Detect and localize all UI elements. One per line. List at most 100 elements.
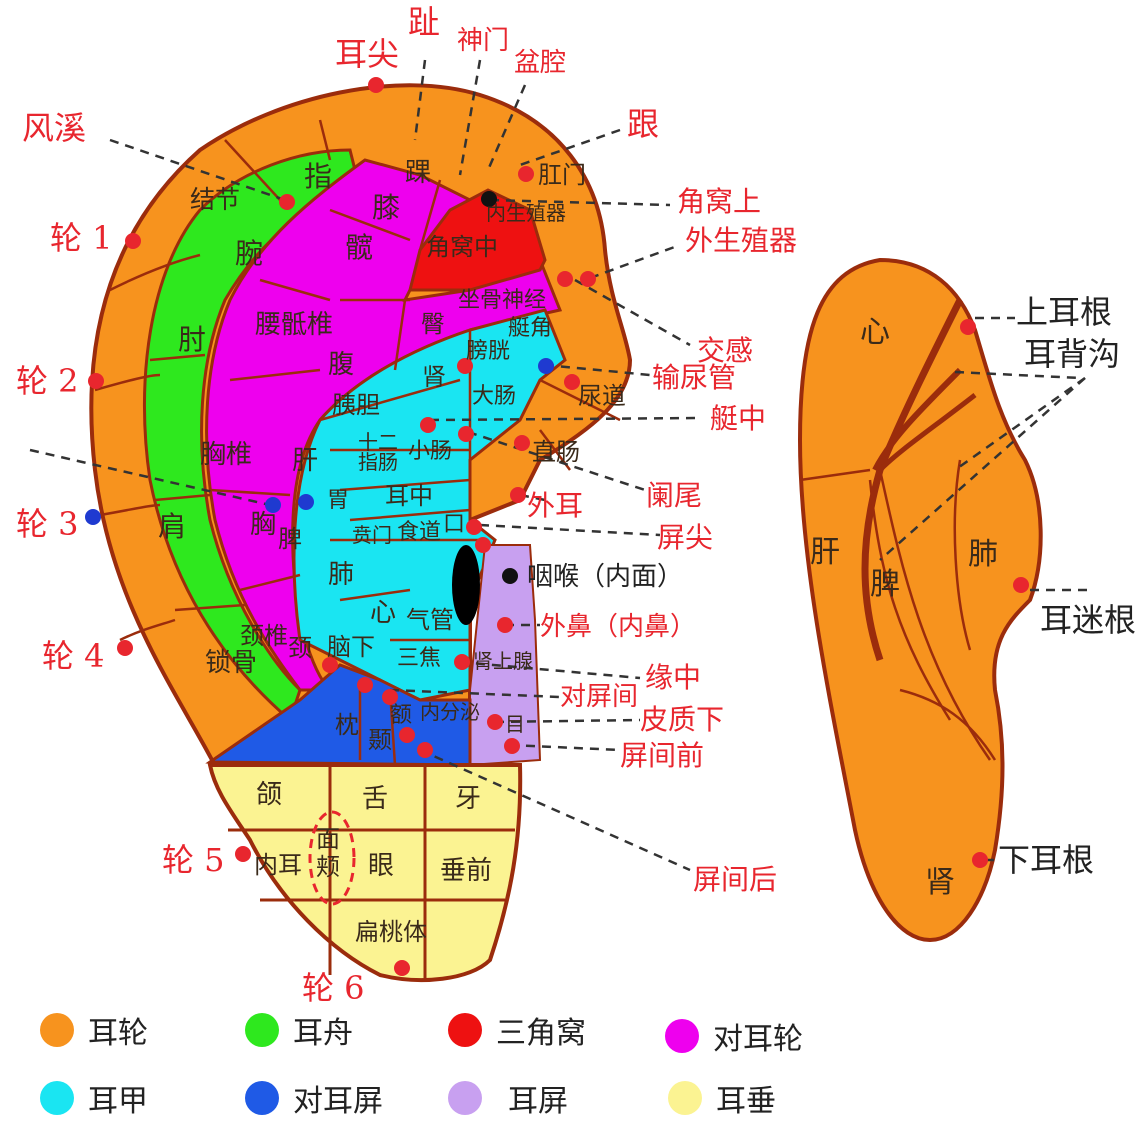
- label-sanjiao: 三焦: [397, 648, 441, 670]
- label-erzhong: 耳中: [385, 484, 433, 508]
- label-pizhixia: 皮质下: [640, 706, 724, 734]
- label-xiaochang: 小肠: [408, 441, 452, 463]
- label-pingjianqian: 屏间前: [620, 742, 704, 770]
- label-suogu: 锁骨: [205, 650, 257, 676]
- label-xiongzhui: 胸椎: [200, 442, 252, 468]
- label-he: 颌: [256, 782, 282, 808]
- label-pingjian: 屏尖: [657, 524, 713, 552]
- label-jingzhui: 颈椎: [240, 624, 288, 648]
- label-zhi-finger: 指: [304, 163, 332, 191]
- label-ya: 牙: [455, 786, 481, 812]
- label-erbeigou: 耳背沟: [1024, 338, 1120, 370]
- label-zhen: 枕: [335, 713, 359, 737]
- label-zuogushenjing: 坐骨神经: [458, 290, 546, 312]
- legend-label: 耳轮: [88, 1008, 148, 1052]
- legend-swatch: [448, 1013, 482, 1047]
- marker-dot: [117, 640, 133, 656]
- label-she: 舌: [362, 786, 388, 812]
- legend-label: 耳甲: [88, 1076, 148, 1120]
- label-back-gan: 肝: [810, 538, 840, 568]
- marker-dot: [518, 166, 534, 182]
- label-shidao: 食道: [397, 522, 441, 544]
- label-waishengzhiqi: 外生殖器: [685, 227, 797, 255]
- marker-dot: [972, 852, 988, 868]
- label-dachang: 大肠: [472, 386, 516, 408]
- label-huai: 踝: [405, 160, 431, 186]
- marker-dot: [487, 714, 503, 730]
- label-waibi: 外鼻（内鼻）: [540, 614, 696, 640]
- label-gen: 跟: [627, 108, 659, 140]
- marker-dot: [580, 271, 596, 287]
- legend-item-helix: 耳轮: [40, 1008, 148, 1052]
- legend-label: 耳垂: [716, 1076, 776, 1120]
- label-shen: 肾: [422, 365, 446, 389]
- label-fei: 肺: [328, 562, 354, 588]
- label-back-shen: 肾: [925, 868, 955, 898]
- label-wei: 胃: [327, 490, 349, 512]
- marker-dot: [458, 426, 474, 442]
- label-lun2: 轮 2: [16, 365, 79, 397]
- legend-item-lobe: 耳垂: [668, 1076, 776, 1120]
- label-zhi-toe: 趾: [408, 6, 440, 38]
- label-duipingjian: 对屏间: [560, 684, 638, 710]
- label-neifenmi: 内分泌: [420, 702, 480, 722]
- label-tingzhong: 艇中: [710, 405, 766, 433]
- label-back-xin: 心: [860, 318, 890, 348]
- label-pingjianhou: 屏间后: [693, 866, 777, 894]
- legend-item-concha: 耳甲: [40, 1076, 148, 1120]
- label-kuan: 髋: [345, 234, 373, 262]
- legend-swatch: [448, 1081, 482, 1115]
- label-zhichang: 直肠: [532, 440, 580, 464]
- label-benmen: 贲门: [352, 525, 392, 545]
- label-shuniaoguan: 输尿管: [652, 364, 736, 392]
- marker-dot: [514, 435, 530, 451]
- marker-dot: [125, 233, 141, 249]
- label-xiong: 胸: [250, 512, 276, 538]
- marker-dot: [420, 417, 436, 433]
- legend-swatch: [40, 1013, 74, 1047]
- marker-dot: [960, 319, 976, 335]
- marker-dot: [1013, 577, 1029, 593]
- label-biantaoti: 扁桃体: [355, 920, 427, 944]
- label-xiaergen: 下耳根: [998, 844, 1094, 876]
- label-chuiqian: 垂前: [440, 858, 492, 884]
- marker-dot: [504, 738, 520, 754]
- marker-dot: [368, 77, 384, 93]
- label-zhou: 肘: [178, 326, 206, 354]
- label-shierzhichang: 十二指肠: [358, 432, 408, 472]
- label-xin: 心: [370, 600, 396, 626]
- label-tingjiao: 艇角: [508, 318, 552, 340]
- legend-item-fossa: 三角窝: [448, 1008, 586, 1052]
- label-pangguang: 膀胱: [466, 341, 510, 363]
- label-yidan: 胰胆: [332, 393, 380, 417]
- label-jiejie: 结节: [190, 187, 240, 212]
- label-penqiang: 盆腔: [514, 50, 566, 76]
- legend-item-tragus: 耳屏: [448, 1076, 568, 1120]
- label-tun: 臀: [421, 312, 445, 336]
- marker-dot: [502, 568, 518, 584]
- marker-dot: [279, 194, 295, 210]
- label-lun4: 轮 4: [42, 640, 105, 672]
- marker-dot: [557, 271, 573, 287]
- label-jing: 颈: [288, 636, 312, 660]
- label-wan: 腕: [235, 240, 263, 268]
- label-fu: 腹: [328, 352, 354, 378]
- legend-swatch: [40, 1081, 74, 1115]
- marker-dot: [235, 846, 251, 862]
- label-lun5: 轮 5: [162, 844, 225, 876]
- marker-dot: [298, 494, 314, 510]
- marker-dot: [466, 519, 482, 535]
- label-kou: 口: [443, 514, 465, 536]
- label-qiguan: 气管: [406, 608, 454, 632]
- marker-dot: [394, 960, 410, 976]
- label-erjian: 耳尖: [335, 38, 399, 70]
- marker-dot: [510, 487, 526, 503]
- label-jiaowoshang: 角窝上: [677, 188, 761, 216]
- label-jiaowozhong: 角窝中: [426, 235, 498, 259]
- label-waier: 外耳: [527, 492, 583, 520]
- label-lun1: 轮 1: [50, 222, 113, 254]
- legend-label: 耳舟: [293, 1008, 353, 1052]
- marker-dot: [417, 742, 433, 758]
- label-naoxia: 脑下: [327, 635, 375, 659]
- label-lanwei: 阑尾: [646, 482, 702, 510]
